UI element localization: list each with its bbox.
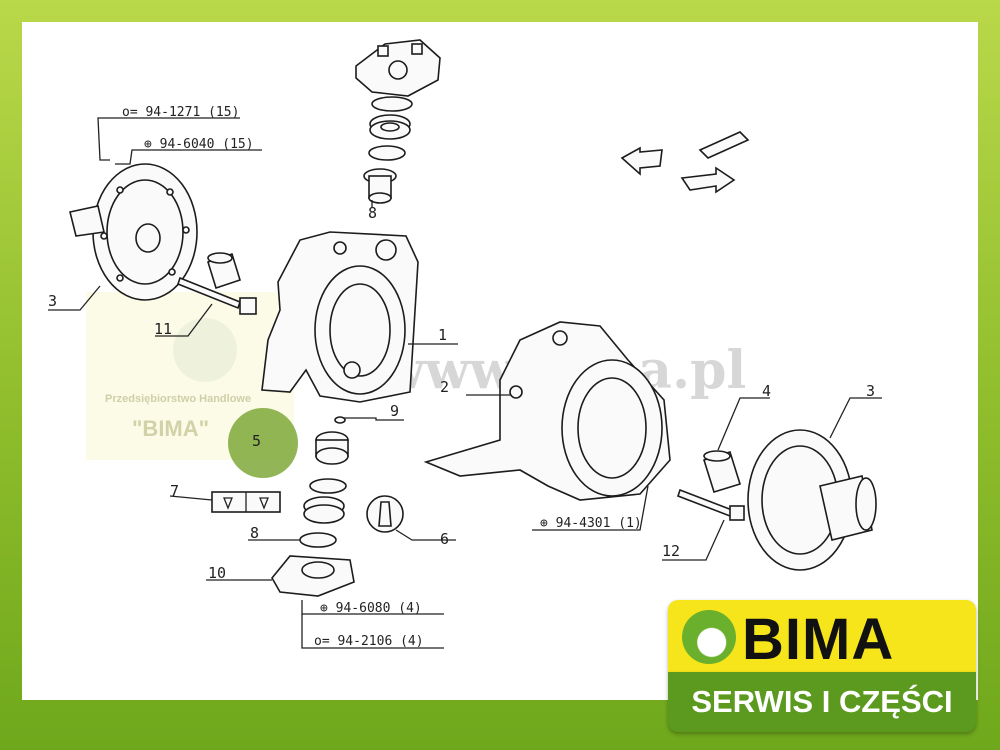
lower-seal-ring: [309, 478, 347, 494]
left-bolt-11: [177, 276, 257, 315]
watermark-name: "BIMA": [132, 416, 209, 441]
direction-arrows: [620, 131, 750, 194]
right-hub-flange: [747, 429, 877, 571]
callout-5: 5: [252, 432, 261, 450]
logo-ball-icon: [682, 610, 736, 664]
top-shim-ring: [368, 145, 406, 161]
lower-shim-ring: [299, 532, 337, 548]
callout-3-right: 3: [866, 382, 875, 400]
top-flange-part: [355, 39, 441, 97]
top-pin-part: [363, 168, 397, 204]
callout-12: 12: [662, 542, 680, 560]
left-hub-flange: [69, 163, 198, 301]
callout-1: 1: [438, 326, 447, 344]
callout-8-top: 8: [368, 204, 377, 222]
lower-bearing-part: [303, 496, 345, 524]
watermark-company: Przedsiębiorstwo Handlowe: [105, 393, 251, 405]
logo-tagline: SERWIS I CZĘŚCI: [691, 684, 953, 719]
callout-4: 4: [762, 382, 771, 400]
steering-knuckle-part: [261, 231, 419, 403]
right-bushing: [702, 450, 742, 493]
logo-green-panel: SERWIS I CZĘŚCI: [668, 672, 976, 732]
callout-6: 6: [440, 530, 449, 548]
code-94-1271: o= 94-1271 (15): [122, 105, 239, 120]
seal-set-part-7: [211, 491, 281, 513]
callout-11: 11: [154, 320, 172, 338]
pin-part-6: [366, 495, 404, 533]
logo-name: BIMA: [742, 607, 895, 672]
code-94-2106: o= 94-2106 (4): [314, 634, 424, 649]
leader-lines: [48, 117, 882, 649]
right-bolt-12: [676, 488, 745, 521]
left-bushing: [207, 252, 241, 290]
top-seal-ring: [371, 96, 413, 112]
callout-2: 2: [440, 378, 449, 396]
watermark-ball: [173, 318, 237, 382]
code-94-6080: ⊕ 94-6080 (4): [320, 601, 422, 616]
callout-3-left: 3: [48, 292, 57, 310]
kingpin-part-9: [315, 416, 349, 465]
axle-housing-part: [423, 321, 671, 501]
callout-9: 9: [390, 402, 399, 420]
callout-8-bottom: 8: [250, 524, 259, 542]
top-bearing-part: [369, 114, 411, 140]
code-94-4301: ⊕ 94-4301 (1): [540, 516, 642, 531]
code-94-6040: ⊕ 94-6040 (15): [144, 137, 254, 152]
callout-10: 10: [208, 564, 226, 582]
callout-7: 7: [170, 482, 179, 500]
bima-logo: BIMA SERWIS I CZĘŚCI: [668, 600, 976, 732]
highlight-circle: [228, 408, 298, 478]
logo-yellow-panel: BIMA: [668, 600, 976, 672]
lower-cap-part-10: [271, 555, 355, 597]
